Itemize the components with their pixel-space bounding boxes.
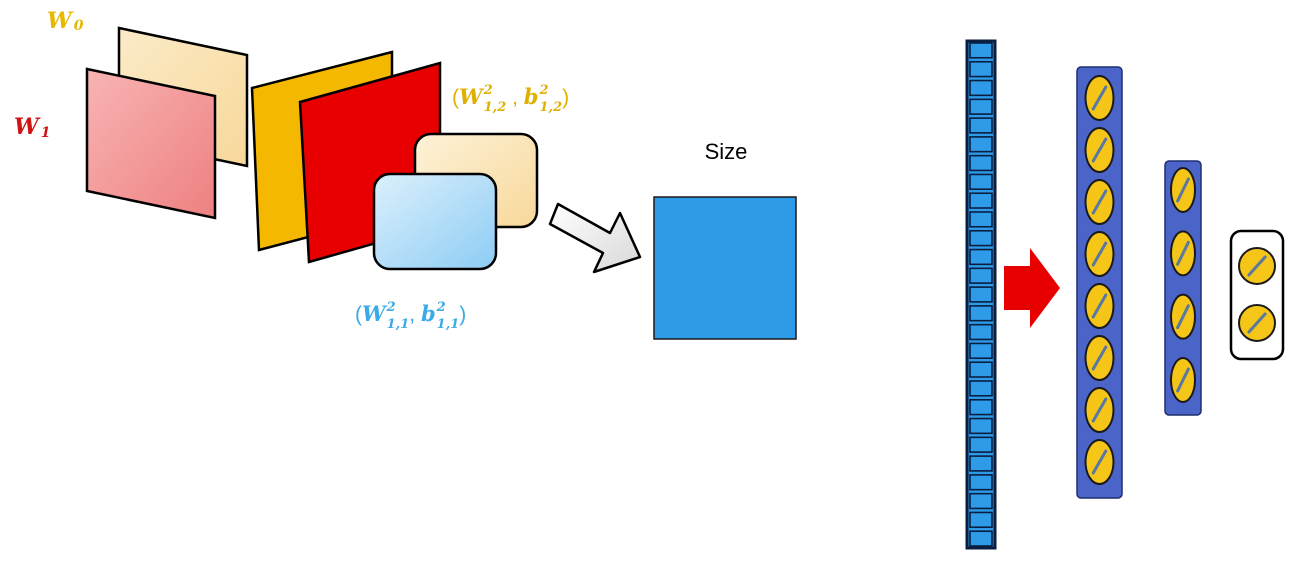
input-cell [969, 342, 993, 360]
hidden-layer-1-nodes [1084, 75, 1115, 485]
hollow-arrow-icon [548, 202, 642, 274]
input-cell [969, 361, 993, 378]
slash-icon [1176, 177, 1190, 203]
neuron-node [1238, 304, 1276, 342]
hidden-layer-1-panel [1076, 66, 1123, 499]
input-cell [969, 229, 993, 247]
neuron-node [1170, 357, 1196, 403]
input-cell [969, 530, 993, 547]
input-cell [969, 173, 993, 191]
size-square [653, 196, 797, 340]
slash-icon [1091, 397, 1108, 423]
input-cell [969, 192, 993, 209]
hidden-layer-2-nodes [1170, 167, 1196, 403]
neuron-node [1084, 75, 1115, 121]
slash-icon [1176, 367, 1190, 393]
input-cell [969, 117, 993, 134]
red-arrow-icon [1004, 248, 1060, 328]
input-cell [969, 323, 993, 341]
neuron-node [1170, 230, 1196, 277]
input-cell [969, 248, 993, 266]
input-cell [969, 60, 993, 78]
neuron-node [1084, 283, 1115, 329]
size-label: Size [705, 139, 748, 164]
slash-icon [1091, 85, 1108, 111]
input-cell [969, 455, 993, 472]
neuron-node [1238, 247, 1276, 285]
input-cell [969, 42, 993, 59]
hidden-layer-2-panel [1164, 160, 1202, 416]
input-cell [969, 79, 993, 97]
input-cell [969, 474, 993, 491]
input-cell [969, 305, 993, 322]
slash-icon [1247, 255, 1267, 277]
output-layer-nodes [1238, 247, 1276, 342]
input-cell [969, 211, 993, 228]
slash-icon [1091, 241, 1108, 267]
neuron-node [1084, 439, 1115, 485]
input-cell [969, 136, 993, 153]
input-cell [969, 511, 993, 529]
neuron-node [1084, 335, 1115, 381]
input-column [965, 39, 997, 550]
neuron-node [1084, 127, 1115, 173]
slash-icon [1247, 312, 1267, 334]
input-cell [969, 492, 993, 510]
slash-icon [1091, 189, 1108, 215]
slash-icon [1091, 293, 1108, 319]
slash-icon [1176, 304, 1190, 330]
input-cell [969, 398, 993, 416]
blue-card [372, 172, 498, 271]
input-cell [969, 267, 993, 284]
w1-plane [85, 67, 217, 220]
slash-icon [1091, 137, 1108, 163]
slash-icon [1176, 240, 1190, 266]
slash-icon [1091, 345, 1108, 371]
slash-icon [1091, 449, 1108, 475]
input-cell [969, 380, 993, 397]
neuron-node [1084, 179, 1115, 225]
input-cell [969, 286, 993, 303]
neuron-node [1084, 231, 1115, 277]
input-cell [969, 436, 993, 453]
input-cell [969, 154, 993, 172]
neuron-node [1170, 167, 1196, 213]
input-cell [969, 98, 993, 115]
neuron-node [1170, 293, 1196, 340]
neuron-node [1084, 387, 1115, 433]
input-cell [969, 417, 993, 435]
